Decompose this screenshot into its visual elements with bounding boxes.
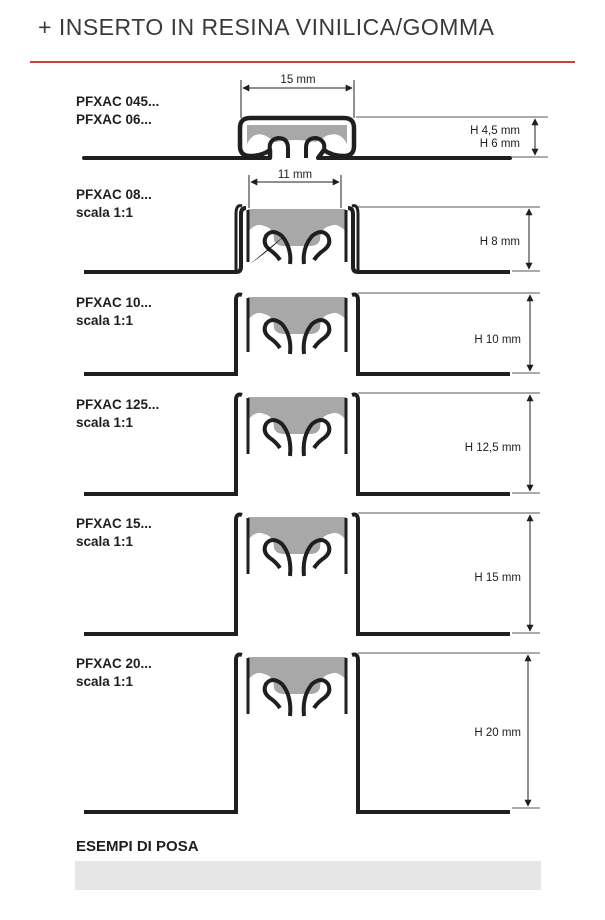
examples-panel: [75, 861, 541, 890]
height-label-20: H 20 mm: [474, 727, 521, 739]
profile-drawing-045: [82, 80, 548, 160]
profile-code-10: PFXAC 10... scala 1:1: [76, 294, 152, 330]
profile-code-secondary: PFXAC 06...: [76, 112, 152, 127]
profile-code: PFXAC 08...: [76, 187, 152, 202]
width-label-11: 11 mm: [278, 169, 312, 181]
profile-scale: scala 1:1: [76, 205, 134, 220]
profile-code-15: PFXAC 15... scala 1:1: [76, 515, 152, 551]
profile-code: PFXAC 125...: [76, 397, 160, 412]
profile-code: PFXAC 15...: [76, 516, 152, 531]
height-label-125: H 12,5 mm: [465, 442, 521, 454]
profile-code: PFXAC 045...: [76, 94, 160, 109]
profile-code: PFXAC 20...: [76, 656, 152, 671]
profile-scale: scala 1:1: [76, 313, 134, 328]
profile-drawing-125: [84, 392, 540, 496]
height-label-10: H 10 mm: [474, 334, 521, 346]
profile-drawing-20: [84, 652, 540, 814]
width-label-15: 15 mm: [280, 74, 315, 86]
profile-drawing-10: [84, 292, 540, 376]
section-title-examples: ESEMPI DI POSA: [76, 838, 199, 855]
height-label-8: H 8 mm: [480, 236, 520, 248]
profile-code-08: PFXAC 08... scala 1:1: [76, 186, 152, 222]
profile-code: PFXAC 10...: [76, 295, 152, 310]
profile-scale: scala 1:1: [76, 534, 134, 549]
height-label-15: H 15 mm: [474, 572, 521, 584]
header-divider: [30, 61, 575, 63]
profile-code-125: PFXAC 125... scala 1:1: [76, 396, 159, 432]
height-label-45: H 4,5 mm: [470, 125, 520, 137]
profile-code-20: PFXAC 20... scala 1:1: [76, 655, 152, 691]
profile-scale: scala 1:1: [76, 415, 134, 430]
profile-drawing-08: [84, 175, 540, 274]
page-title: + INSERTO IN RESINA VINILICA/GOMMA: [38, 14, 495, 40]
height-label-6: H 6 mm: [480, 138, 520, 150]
profile-drawing-15: [84, 512, 540, 636]
profile-code-045: PFXAC 045... PFXAC 06...: [76, 93, 159, 129]
profile-scale: scala 1:1: [76, 674, 134, 689]
